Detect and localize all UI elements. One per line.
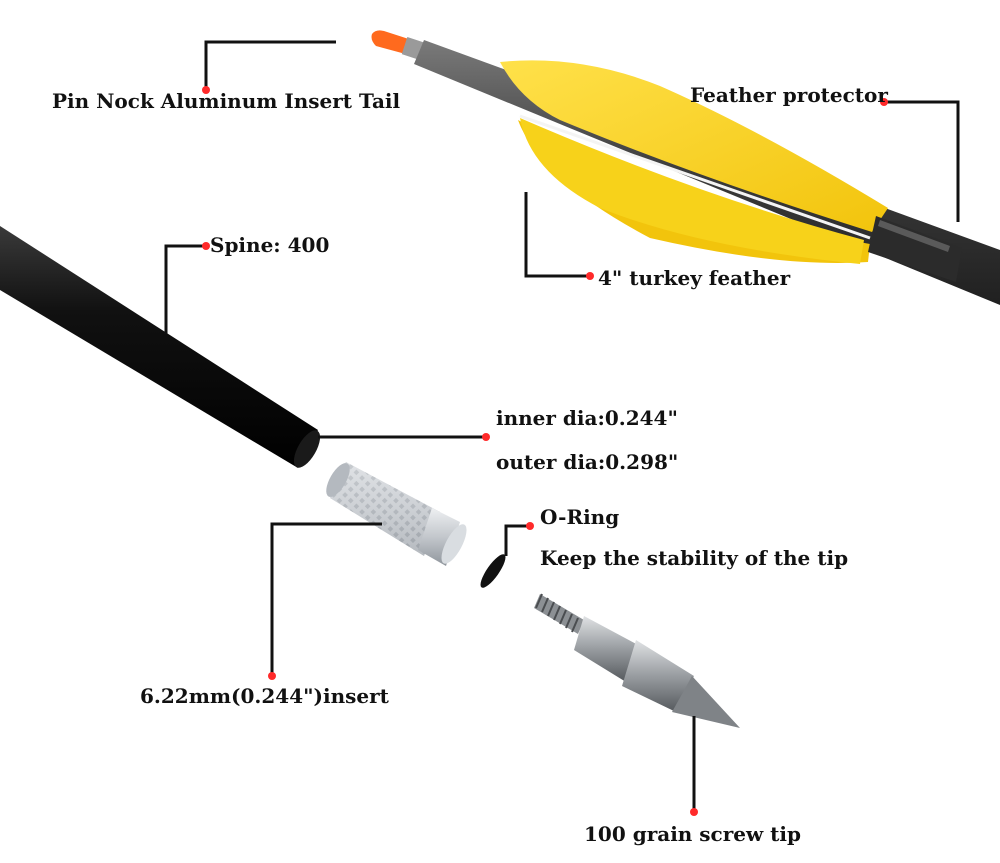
shaft-end <box>293 430 321 468</box>
dot-nock <box>202 86 210 94</box>
label-o-ring: O-Ring <box>540 505 620 529</box>
feather-base-line <box>519 114 871 240</box>
label-nock-tail: Pin Nock Aluminum Insert Tail <box>52 89 401 113</box>
dot-spine <box>202 242 210 250</box>
leader-dots <box>202 86 888 816</box>
label-inner-dia: inner dia:0.244" <box>496 406 678 430</box>
label-feather-protector: Feather protector <box>690 83 888 107</box>
o-ring <box>480 554 506 588</box>
dot-o-ring <box>526 522 534 530</box>
label-outer-dia: outer dia:0.298" <box>496 450 679 474</box>
dot-turkey-feather <box>586 272 594 280</box>
label-insert: 6.22mm(0.244")insert <box>140 684 389 708</box>
fletched-arrow <box>371 30 1000 305</box>
screw-thread <box>534 593 584 634</box>
feather-protector-highlight <box>878 220 950 252</box>
dot-insert <box>268 672 276 680</box>
leader-o-ring <box>504 524 530 556</box>
dot-screw-tip <box>690 808 698 816</box>
leader-spine <box>164 244 206 334</box>
leader-insert <box>270 522 382 676</box>
aluminum-insert <box>326 462 467 566</box>
leader-lines <box>164 40 960 812</box>
turkey-feather <box>500 60 888 233</box>
leader-feather-protector <box>884 100 960 222</box>
label-turkey-feather: 4" turkey feather <box>598 266 791 290</box>
leader-nock <box>204 40 336 90</box>
label-screw-tip: 100 grain screw tip <box>584 822 801 846</box>
dot-dia <box>482 433 490 441</box>
carbon-shaft <box>0 226 318 468</box>
label-o-ring-desc: Keep the stability of the tip <box>540 546 849 570</box>
dot-feather-protector <box>880 98 888 106</box>
label-spine: Spine: 400 <box>210 233 330 257</box>
screw-tip <box>534 593 740 728</box>
feather-protector <box>868 216 962 282</box>
turkey-feather-lower <box>520 118 864 264</box>
leader-turkey-feather <box>524 192 590 278</box>
